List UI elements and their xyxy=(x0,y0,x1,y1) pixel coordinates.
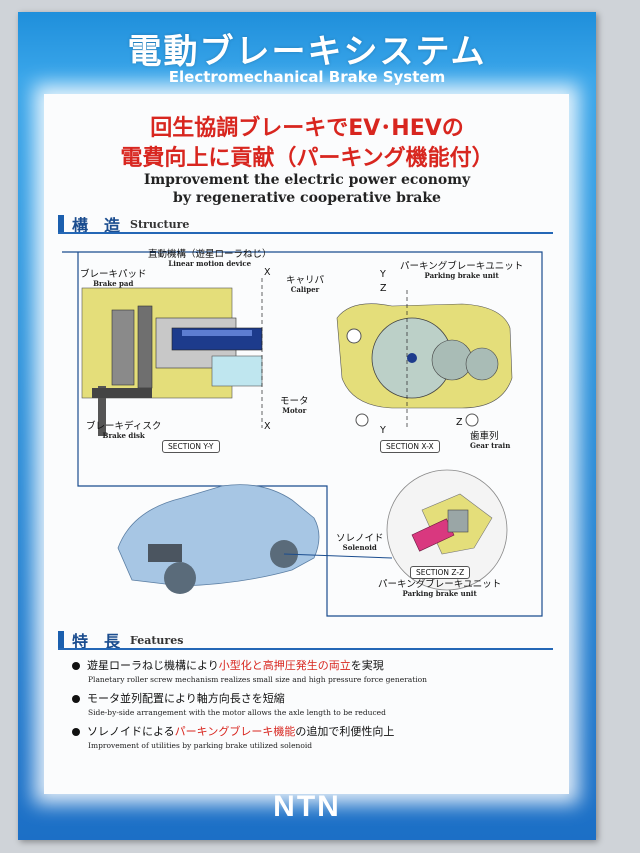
structure-heading-jp: 構 造 xyxy=(72,216,121,235)
brake-pad-en: Brake pad xyxy=(93,279,134,289)
brake-pad-jp: ブレーキパッド xyxy=(80,269,147,280)
linear-motion-label: 直動機構（遊星ローラねじ） Linear motion device xyxy=(148,249,272,269)
feature-1-text-b: を実現 xyxy=(350,659,384,672)
structure-heading-en: Structure xyxy=(130,217,190,231)
section-yy-drawing xyxy=(81,278,263,436)
features-heading-jp: 特 長 xyxy=(72,632,121,651)
solenoid-label: ソレノイド Solenoid xyxy=(336,533,384,553)
feature-3-text-b: の追加で利便性向上 xyxy=(295,725,395,738)
gear-train-label: 歯車列 Gear train xyxy=(470,431,511,451)
feature-3-highlight: パーキングブレーキ機能 xyxy=(174,725,296,738)
caliper-en: Caliper xyxy=(290,285,320,295)
content-panel xyxy=(44,94,569,794)
section-yy-label: SECTION Y-Y xyxy=(162,440,220,453)
diagram-outline xyxy=(62,251,543,617)
feature-1-highlight: 小型化と高押圧発生の両立 xyxy=(218,659,351,672)
brake-pad-label: ブレーキパッド Brake pad xyxy=(80,269,147,289)
linear-motion-en: Linear motion device xyxy=(168,259,252,269)
solenoid-jp: ソレノイド xyxy=(336,533,384,544)
brake-disk-en: Brake disk xyxy=(102,431,145,441)
axis-z-bottom: Z xyxy=(456,417,463,428)
caliper-jp: キャリパ xyxy=(286,275,325,286)
feature-2-text: モータ並列配置により軸方向長さを短縮 xyxy=(87,692,285,705)
feature-3-en: Improvement of utilities by parking brak… xyxy=(88,741,313,750)
gear-train-jp: 歯車列 xyxy=(470,431,499,442)
brake-disk-jp: ブレーキディスク xyxy=(86,421,162,432)
feature-1-en: Planetary roller screw mechanism realize… xyxy=(88,675,427,684)
parking-brake-unit-jp: パーキングブレーキユニット xyxy=(400,261,524,272)
section-zz-drawing xyxy=(386,469,508,591)
subhead-line-1: Improvement the electric power economy xyxy=(143,172,471,188)
bullet-icon xyxy=(72,662,80,670)
linear-motion-jp: 直動機構（遊星ローラねじ） xyxy=(148,249,272,260)
features-heading: 特 長 Features xyxy=(58,628,183,652)
poster-title: 電動ブレーキシステム xyxy=(127,32,487,72)
parking-brake-unit-2-label: パーキングブレーキユニット Parking brake unit xyxy=(378,579,502,599)
brake-disk-label: ブレーキディスク Brake disk xyxy=(86,421,162,441)
axis-y-top: Y xyxy=(380,269,386,280)
features-heading-en: Features xyxy=(130,633,184,647)
feature-3-text-a: ソレノイドによる xyxy=(87,725,175,738)
section-marker xyxy=(58,631,64,649)
section-zz-label: SECTION Z-Z xyxy=(410,566,471,579)
motor-jp: モータ xyxy=(280,396,309,407)
bullet-icon xyxy=(72,695,80,703)
feature-item: モータ並列配置により軸方向長さを短縮 Side-by-side arrangem… xyxy=(72,690,386,717)
gear-train-en: Gear train xyxy=(470,441,511,451)
poster: 電動ブレーキシステム Electromechanical Brake Syste… xyxy=(18,12,596,840)
poster-subtitle: Electromechanical Brake System xyxy=(168,68,446,86)
brake-diagram xyxy=(62,251,543,617)
section-xx-label: SECTION X-X xyxy=(380,440,440,453)
ntn-logo: NTN xyxy=(273,790,341,823)
motor-en: Motor xyxy=(282,406,307,416)
motor-label: モータ Motor xyxy=(280,396,309,416)
structure-heading: 構 造 Structure xyxy=(58,212,189,236)
parking-brake-unit-2-jp: パーキングブレーキユニット xyxy=(378,579,502,590)
subhead-line-2: by regenerative cooperative brake xyxy=(173,190,441,206)
section-xx-drawing xyxy=(336,290,513,428)
parking-brake-unit-label: パーキングブレーキユニット Parking brake unit xyxy=(400,261,524,281)
headline-line-2: 電費向上に貢献（パーキング機能付） xyxy=(120,146,494,171)
section-marker xyxy=(58,215,64,233)
axis-x-bottom: X xyxy=(264,421,271,432)
feature-item: 遊星ローラねじ機構により小型化と高押圧発生の両立を実現 Planetary ro… xyxy=(72,657,427,684)
axis-x-top: X xyxy=(264,267,271,278)
axis-y-bottom: Y xyxy=(380,425,386,436)
features-rule xyxy=(58,648,553,650)
parking-brake-unit-en: Parking brake unit xyxy=(424,271,499,281)
car-illustration xyxy=(117,484,320,594)
feature-item: ソレノイドによるパーキングブレーキ機能の追加で利便性向上 Improvement… xyxy=(72,723,394,750)
feature-1-text-a: 遊星ローラねじ機構により xyxy=(87,659,219,672)
solenoid-en: Solenoid xyxy=(342,543,377,553)
headline-line-1: 回生協調ブレーキでEV･HEVの xyxy=(150,116,464,141)
feature-2-en: Side-by-side arrangement with the motor … xyxy=(88,708,386,717)
axis-z-top: Z xyxy=(380,283,387,294)
caliper-label: キャリパ Caliper xyxy=(286,275,325,295)
bullet-icon xyxy=(72,728,80,736)
parking-brake-unit-2-en: Parking brake unit xyxy=(402,589,477,599)
structure-rule xyxy=(58,232,553,234)
